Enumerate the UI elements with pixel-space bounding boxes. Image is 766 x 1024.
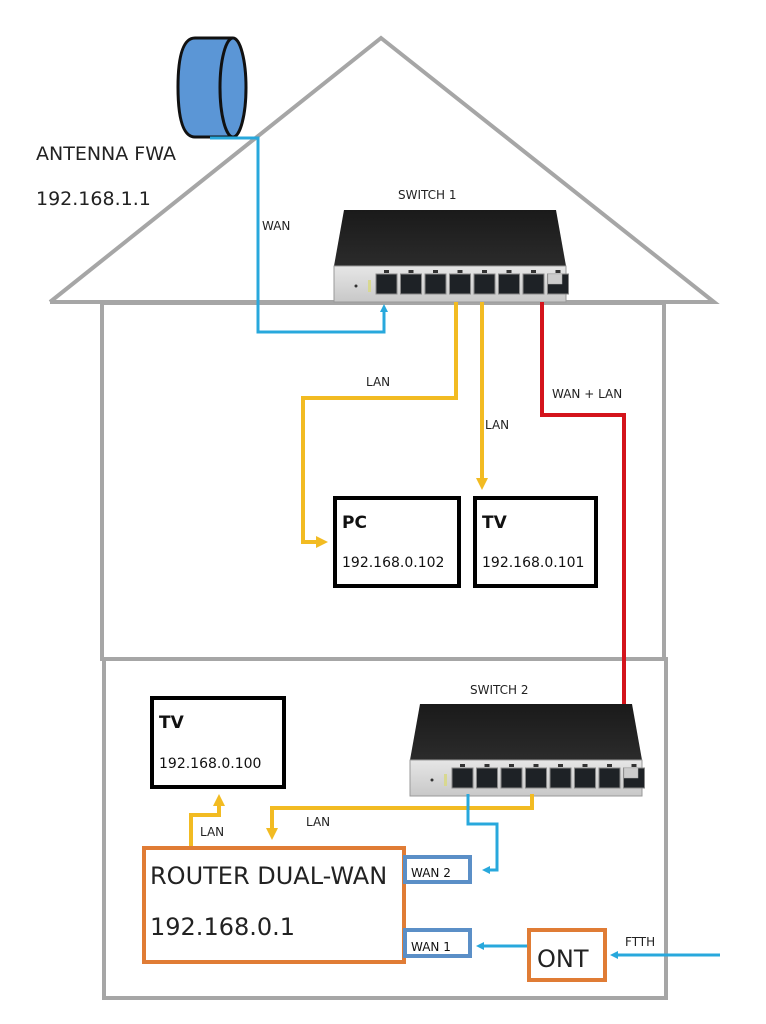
switch2-port-led-4 [533, 764, 539, 767]
switch2-port-2 [476, 767, 498, 789]
switch2-port-led-7 [607, 764, 612, 767]
switch1-port-2 [400, 273, 422, 295]
switch2-reset-button [430, 778, 434, 782]
switch2-port-4 [525, 767, 547, 789]
upper-floor [100, 301, 666, 661]
router-wan2-port: WAN 2 [403, 855, 472, 884]
router-wan1-port: WAN 1 [403, 928, 472, 958]
pc-name: PC [342, 513, 367, 533]
cable-antenna-switch1 [210, 136, 388, 334]
switch1-device [333, 210, 569, 303]
switch2-port-7 [598, 767, 621, 789]
switch1-port-led-2 [408, 270, 414, 273]
cable-label-wan-lan: WAN + LAN [552, 387, 622, 401]
switch1-port-led-6 [506, 270, 512, 273]
tv-upstairs-name: TV [482, 513, 508, 533]
router-device: ROUTER DUAL-WAN 192.168.0.1 [142, 846, 406, 964]
cable-label-lan-tv: LAN [485, 418, 509, 432]
switch1-port-4 [449, 273, 471, 295]
switch1-top [334, 210, 566, 266]
cable-label-wan: WAN [262, 219, 290, 233]
pc-device: PC 192.168.0.102 [333, 496, 461, 588]
cable-label-ftth: FTTH [625, 935, 655, 949]
switch1-port-led-5 [482, 270, 487, 273]
ont-name: ONT [537, 945, 589, 973]
switch2-port-5 [549, 767, 572, 789]
switch1-port-led-4 [457, 270, 463, 273]
cable-switch2-router [266, 794, 534, 840]
cable-switch1-switch2 [540, 302, 626, 780]
tv-downstairs-name: TV [159, 713, 185, 733]
switch2-port-led-6 [582, 764, 588, 767]
cable-router-tv [189, 794, 225, 846]
router-name: ROUTER DUAL-WAN [150, 862, 387, 890]
switch2-model-label [623, 767, 639, 779]
switch1-reset-button [354, 284, 358, 288]
pc-ip: 192.168.0.102 [342, 555, 444, 571]
switch2-port-led-5 [558, 764, 563, 767]
cable-switch2-wan2 [466, 794, 499, 874]
antenna-name: ANTENNA FWA [36, 143, 176, 165]
switch1-port-3 [424, 273, 447, 295]
switch2-top [410, 704, 642, 760]
switch2-port-1 [451, 767, 474, 789]
switch2-port-6 [574, 767, 596, 789]
tv-downstairs-device: TV 192.168.0.100 [150, 696, 286, 789]
switch2-port-led-1 [460, 764, 465, 767]
switch2-port-3 [500, 767, 523, 789]
wan1-label: WAN 1 [411, 940, 451, 954]
switch1-port-1 [375, 273, 398, 295]
switch2-device [409, 704, 645, 797]
switch1-port-led-3 [433, 270, 438, 273]
switch1-label: SWITCH 1 [398, 188, 457, 202]
cable-label-lan-switch2-router: LAN [306, 815, 330, 829]
switch1-port-led-8 [555, 270, 561, 273]
tv-upstairs-ip: 192.168.0.101 [482, 555, 584, 571]
cable-label-lan-router-tv: LAN [200, 825, 224, 839]
switch1-port-7 [522, 273, 545, 295]
router-ip: 192.168.0.1 [150, 913, 295, 941]
switch1-port-5 [473, 273, 496, 295]
switch2-label: SWITCH 2 [470, 683, 529, 697]
cable-label-lan-pc: LAN [366, 375, 390, 389]
cable-switch1-pc [301, 302, 458, 548]
tv-downstairs-ip: 192.168.0.100 [159, 756, 261, 772]
switch2-port-led-2 [484, 764, 490, 767]
switch1-port-led-1 [384, 270, 389, 273]
ont-device: ONT [527, 928, 607, 982]
switch2-port-led-8 [631, 764, 637, 767]
antenna-ip: 192.168.1.1 [36, 188, 151, 210]
switch2-port-led-3 [509, 764, 514, 767]
wan2-label: WAN 2 [411, 866, 451, 880]
antenna-fwa-icon [176, 36, 248, 139]
switch1-port-led-7 [531, 270, 536, 273]
tv-upstairs-device: TV 192.168.0.101 [473, 496, 598, 588]
switch1-model-label [547, 273, 563, 285]
switch1-port-6 [498, 273, 520, 295]
lower-floor [102, 657, 668, 1000]
switch2-led [444, 774, 447, 786]
switch1-led [368, 280, 371, 292]
